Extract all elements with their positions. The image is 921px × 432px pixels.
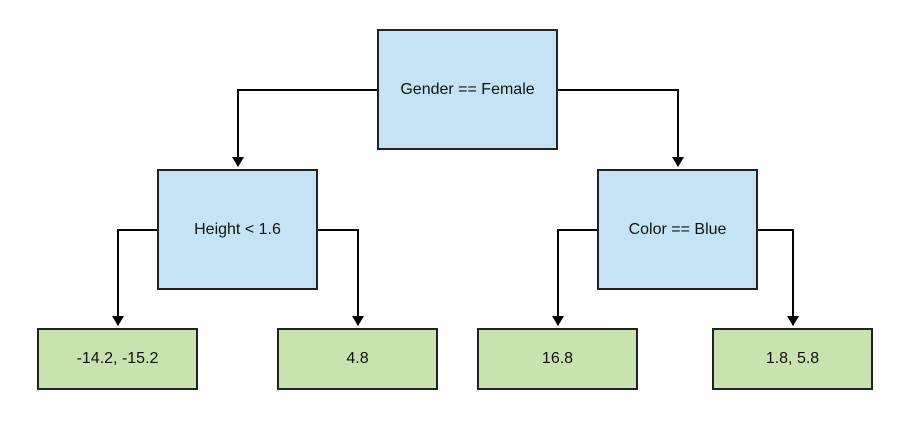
left-decision-label: Height < 1.6 (194, 220, 281, 238)
root-decision-label: Gender == Female (400, 80, 535, 98)
edge-left-to-leaf-1 (112, 229, 157, 326)
root-decision-node: Gender == Female (377, 29, 558, 150)
leaf-label-1: -14.2, -15.2 (76, 350, 159, 367)
leaf-node-2: 4.8 (277, 328, 438, 390)
edge-right-to-leaf-3 (552, 229, 597, 326)
right-decision-label: Color == Blue (628, 220, 727, 238)
edge-left-to-leaf-2 (318, 229, 364, 326)
edge-root-to-left (232, 89, 377, 167)
leaf-node-4: 1.8, 5.8 (712, 328, 873, 390)
edge-root-to-right (558, 89, 684, 167)
edge-right-to-leaf-4 (758, 229, 799, 326)
right-decision-node: Color == Blue (597, 169, 758, 290)
leaf-label-2: 4.8 (346, 350, 369, 367)
left-decision-node: Height < 1.6 (157, 169, 318, 290)
leaf-label-3: 16.8 (541, 350, 574, 367)
leaf-node-1: -14.2, -15.2 (37, 328, 198, 390)
leaf-label-4: 1.8, 5.8 (765, 350, 820, 367)
leaf-node-3: 16.8 (477, 328, 638, 390)
